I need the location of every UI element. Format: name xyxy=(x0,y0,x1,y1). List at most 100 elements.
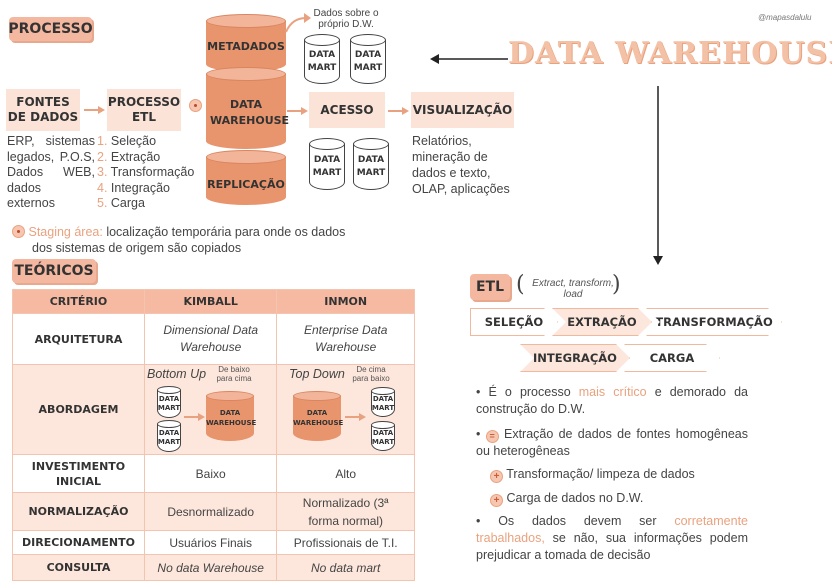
row-kimball: Desnormalizado xyxy=(143,492,278,531)
teoricos-tag: TEÓRICOS xyxy=(12,259,96,283)
acesso-label: ACESSO xyxy=(320,103,374,117)
step-label: Integração xyxy=(110,180,170,195)
etl-step-integracao: INTEGRAÇÃO xyxy=(520,344,630,372)
etl-step-selecao: SELEÇÃO xyxy=(470,308,558,336)
bullet-highlight: mais crítico xyxy=(578,385,647,399)
visual-line: mineração de xyxy=(412,150,488,164)
metadados-cylinder: METADADOS xyxy=(206,14,286,72)
inmon-arrow xyxy=(345,413,366,421)
bullet-text: Os dados devem ser xyxy=(498,514,657,528)
row-kimball: Dimensional Data Warehouse xyxy=(143,313,278,365)
processo-etl-label: PROCESSO ETL xyxy=(107,95,181,124)
header-inmon: INMON xyxy=(276,289,415,314)
arrow-acesso-visualizacao xyxy=(388,107,409,115)
step-number: 4. xyxy=(97,180,111,195)
etl-step-carga: CARGA xyxy=(624,344,720,372)
row-inmon: Profissionais de T.I. xyxy=(276,530,415,555)
arrow-dw-acesso xyxy=(287,107,308,115)
data-mart-label: DATA MART xyxy=(307,50,337,73)
row-inmon: No data mart xyxy=(276,554,415,581)
step-number: 1. xyxy=(97,134,111,148)
etl-paren-open: ( xyxy=(516,272,525,297)
staging-text-1: localização temporária para onde os dado… xyxy=(106,225,346,239)
staging-icon xyxy=(12,225,25,238)
inmon-mart-2: DATA MART xyxy=(371,421,395,451)
replicacao-label: REPLICAÇÃO xyxy=(207,178,285,191)
data-mart-bottom-1: DATA MART xyxy=(309,138,345,190)
staging-marker-icon xyxy=(189,99,202,112)
data-mart-top-1: DATA MART xyxy=(304,34,340,84)
step-label: Transformação xyxy=(110,165,195,179)
arrow-fontes-etl xyxy=(84,106,105,114)
kimball-mart-2: DATA MART xyxy=(157,420,181,452)
staging-note: Staging área: localização temporária par… xyxy=(12,224,372,256)
sources-line: externos xyxy=(7,196,55,210)
sources-line: Dados WEB, xyxy=(7,165,95,179)
etl-bullet-4: + Carga de dados no D.W. xyxy=(490,490,643,507)
bottom-up-note: De baixo para cima xyxy=(216,365,252,383)
bottom-up-label: Bottom Up xyxy=(147,367,207,381)
row-criterio: INVESTIMENTO INICIAL xyxy=(12,454,145,493)
bullet-text: Transformação/ limpeza de dados xyxy=(506,467,695,481)
etl-step-transformacao: TRANSFORMAÇÃO xyxy=(646,308,782,336)
bullet-text: Extração de dados de fontes homogêneas o… xyxy=(476,427,748,458)
etl-bullet-3: + Transformação/ limpeza de dados xyxy=(490,466,695,483)
row-criterio: ABORDAGEM xyxy=(12,364,145,455)
sources-line: legados, P.O.S, xyxy=(7,149,95,164)
row-inmon: Alto xyxy=(276,454,415,493)
visualization-description: Relatórios, mineração de dados e texto, … xyxy=(412,133,510,197)
chevron-label: EXTRAÇÃO xyxy=(567,315,637,329)
metadata-note: Dados sobre o próprio D.W. xyxy=(313,8,379,30)
data-mart-label: DATA MART xyxy=(371,395,395,412)
kimball-inmon-table: CRITÉRIO KIMBALL INMON ARQUITETURA Dimen… xyxy=(12,289,415,581)
row-criterio: CONSULTA xyxy=(12,554,145,581)
bullet-dot: • xyxy=(476,514,481,528)
header-criterio: CRITÉRIO xyxy=(12,289,145,314)
row-inmon: Enterprise Data Warehouse xyxy=(276,313,415,365)
etl-step-extracao: EXTRAÇÃO xyxy=(552,308,652,336)
data-mart-bottom-2: DATA MART xyxy=(353,138,389,190)
plus-icon: + xyxy=(490,494,503,507)
step-label: Extração xyxy=(110,149,161,164)
metadados-label: METADADOS xyxy=(207,40,285,53)
row-criterio: DIRECIONAMENTO xyxy=(12,530,145,555)
row-kimball: No data Warehouse xyxy=(143,554,278,581)
bullet-highlight: corretamente trabalhados, xyxy=(476,514,748,545)
sources-line: ERP, sistemas xyxy=(7,134,95,148)
dw-small-label: DATA WAREHOUSE xyxy=(206,409,257,427)
step-number: 2. xyxy=(97,149,111,164)
staging-label: Staging área: xyxy=(28,225,103,239)
kimball-mart-1: DATA MART xyxy=(157,386,181,418)
etl-paren-close: ) xyxy=(612,272,621,297)
staging-text-2: dos sistemas de origem são copiados xyxy=(32,241,242,255)
title-arrow-left xyxy=(430,54,508,64)
equals-icon: = xyxy=(485,430,499,443)
data-mart-label: DATA MART xyxy=(312,155,342,178)
dw-small-label: DATA WAREHOUSE xyxy=(293,409,344,427)
step-number: 5. xyxy=(97,196,111,210)
data-mart-label: DATA MART xyxy=(356,155,386,178)
etl-bullet-2: • = Extração de dados de fontes homogêne… xyxy=(476,426,748,460)
inmon-dw-cylinder: DATA WAREHOUSE xyxy=(293,391,344,441)
row-criterio: NORMALIZAÇÃO xyxy=(12,492,145,531)
row-kimball: Usuários Finais xyxy=(143,530,278,555)
fontes-de-dados-box: FONTES DE DADOS xyxy=(6,89,80,131)
data-mart-label: DATA MART xyxy=(157,429,181,446)
data-mart-label: DATA MART xyxy=(157,395,181,412)
chevron-label: CARGA xyxy=(649,351,695,365)
row-inmon: Normalizado (3ª forma normal) xyxy=(276,492,415,531)
plus-icon: + xyxy=(490,470,503,483)
step-label: Seleção xyxy=(110,134,157,148)
top-down-note: De cima para baixo xyxy=(352,365,390,383)
bullet-dot: • xyxy=(476,385,481,399)
header-kimball: KIMBALL xyxy=(143,289,278,314)
fontes-label: FONTES DE DADOS xyxy=(7,95,79,124)
inmon-mart-1: DATA MART xyxy=(371,387,395,417)
bullet-text: Carga de dados no D.W. xyxy=(506,491,644,505)
processo-etl-box: PROCESSO ETL xyxy=(107,89,181,131)
step-number: 3. xyxy=(97,165,111,179)
page-title: DATA WAREHOUSE xyxy=(508,36,832,71)
sources-line: dados xyxy=(7,180,42,195)
visualizacao-label: VISUALIZAÇÃO xyxy=(412,103,513,117)
data-mart-top-2: DATA MART xyxy=(350,34,386,84)
